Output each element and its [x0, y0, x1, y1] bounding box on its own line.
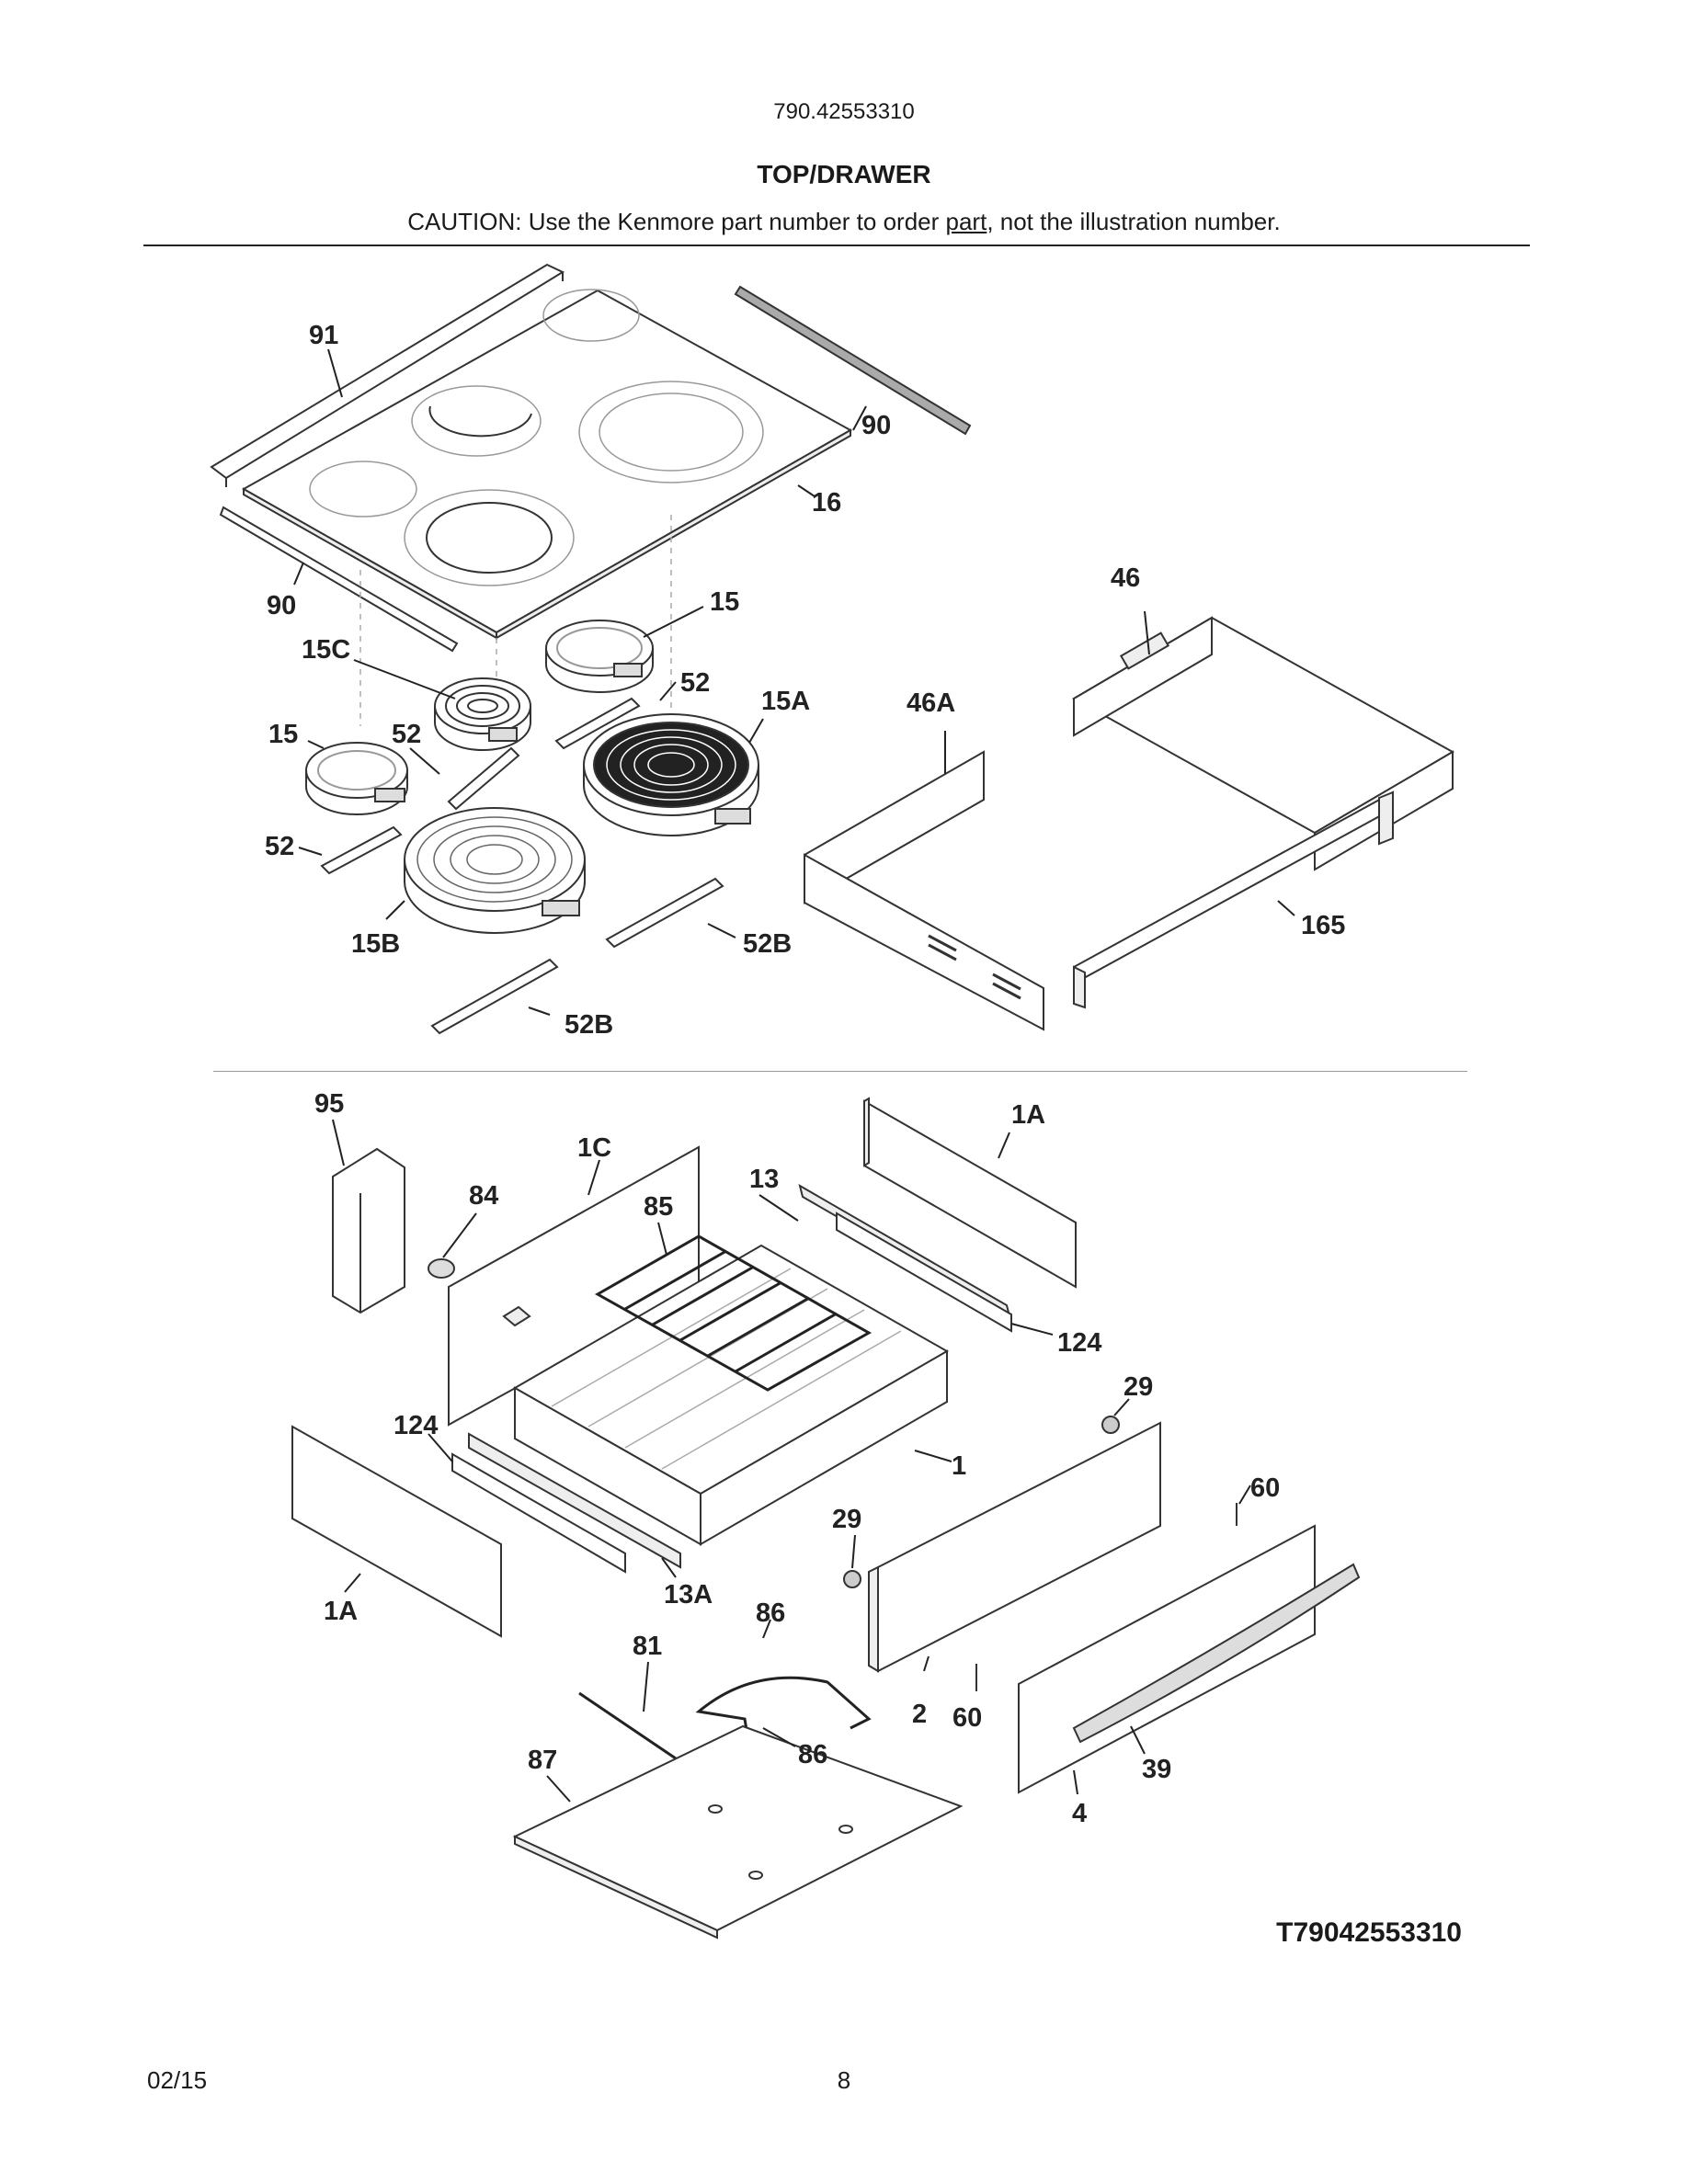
caution-prefix: CAUTION: Use the Kenmore part number to …	[407, 208, 946, 235]
bracket-part	[332, 1147, 405, 1314]
bumper-29-lower	[843, 1570, 861, 1588]
page-number: 8	[837, 2066, 851, 2094]
section-divider	[213, 1071, 1467, 1072]
callout-1a-right: 1A	[1011, 1100, 1045, 1130]
rear-trim-part	[210, 263, 565, 487]
drawer-outer-front	[1018, 1524, 1361, 1794]
drawer-side-panel-1a-left	[291, 1425, 502, 1638]
surface-element-15b	[404, 807, 586, 934]
callout-84: 84	[469, 1181, 498, 1211]
callout-85: 85	[644, 1192, 673, 1222]
callout-52-a: 52	[680, 668, 710, 698]
diagram-id: T79042553310	[1276, 1917, 1462, 1948]
callout-91: 91	[309, 321, 338, 350]
callout-52b-a: 52B	[743, 929, 792, 959]
callout-15-left: 15	[268, 720, 298, 749]
callout-87: 87	[528, 1746, 557, 1775]
callout-90-left: 90	[267, 591, 296, 620]
callout-1c: 1C	[577, 1133, 611, 1163]
callout-86-lower: 86	[798, 1740, 827, 1769]
callout-81: 81	[633, 1632, 662, 1661]
drawer-side-panel-1a-right	[863, 1097, 1077, 1289]
caution-link: part	[945, 208, 987, 235]
callout-124-lower: 124	[393, 1411, 438, 1440]
side-trim-left-part	[219, 506, 459, 653]
callout-46a: 46A	[907, 688, 955, 718]
callout-15b: 15B	[351, 929, 400, 959]
callout-1a-left: 1A	[324, 1597, 358, 1626]
callout-86-upper: 86	[756, 1598, 785, 1628]
callout-52-b: 52	[392, 720, 421, 749]
slide-rail-124-upper	[836, 1211, 1012, 1333]
callout-46: 46	[1111, 563, 1140, 593]
rear-frame-part	[1071, 616, 1455, 871]
callout-60-lower: 60	[952, 1703, 982, 1733]
surface-element-small-left	[305, 742, 408, 815]
drawer-front-panel	[868, 1421, 1161, 1673]
callout-16: 16	[812, 488, 841, 518]
surface-element-15a	[583, 713, 759, 836]
callout-29-upper: 29	[1123, 1372, 1153, 1402]
rack-part	[594, 1234, 873, 1392]
callout-1: 1	[952, 1451, 966, 1481]
surface-element-15c	[434, 677, 531, 751]
callout-15a: 15A	[761, 687, 810, 716]
bumper-29-upper	[1101, 1416, 1120, 1434]
heater-element-81	[578, 1676, 872, 1776]
callout-13: 13	[749, 1165, 779, 1194]
callout-4: 4	[1072, 1799, 1087, 1828]
header-rule	[143, 245, 1530, 246]
callout-2: 2	[912, 1700, 927, 1729]
caution-note: CAUTION: Use the Kenmore part number to …	[0, 208, 1688, 236]
front-frame-part	[804, 750, 1044, 1031]
element-strap-parts	[320, 697, 724, 1035]
model-number: 790.42553310	[773, 99, 915, 124]
callout-39: 39	[1142, 1755, 1171, 1784]
side-rail-part	[1073, 791, 1394, 1009]
callout-29-lower: 29	[832, 1505, 861, 1534]
clip-part	[428, 1258, 455, 1279]
surface-element-small-right	[545, 620, 654, 693]
slide-rail-13a	[468, 1432, 681, 1569]
callout-95: 95	[314, 1089, 344, 1119]
bottom-pan-part	[512, 1724, 964, 1939]
callout-52b-b: 52B	[565, 1010, 613, 1040]
callout-52-c: 52	[265, 832, 294, 861]
callout-13a: 13A	[664, 1580, 713, 1610]
callout-15-right: 15	[710, 587, 739, 617]
caution-suffix: , not the illustration number.	[987, 208, 1281, 235]
cooktop-glass-part	[241, 289, 853, 640]
callout-60-upper: 60	[1250, 1473, 1280, 1503]
callout-15c: 15C	[302, 635, 350, 665]
callout-165: 165	[1301, 911, 1345, 940]
slide-rail-124-lower	[451, 1452, 626, 1574]
footer-date: 02/15	[147, 2066, 208, 2094]
section-title: TOP/DRAWER	[757, 160, 931, 188]
callout-90-right: 90	[861, 411, 891, 440]
callout-124-upper: 124	[1057, 1328, 1101, 1358]
side-trim-right-part	[734, 285, 972, 436]
